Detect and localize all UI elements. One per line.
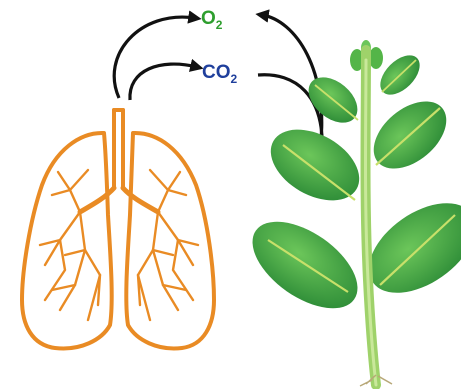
leaf-mid-left [258, 115, 371, 215]
lungs-icon [22, 110, 214, 348]
leaf-mid-right [361, 88, 459, 182]
plant-icon [237, 40, 461, 386]
carbon-dioxide-label-main: CO [202, 62, 231, 83]
oxygen-label: O2 [201, 9, 222, 28]
arrow-icon [114, 17, 195, 98]
carbon-dioxide-label: CO2 [202, 63, 237, 82]
oxygen-label-main: O [201, 8, 216, 29]
leaf-upper-left [300, 68, 366, 132]
arrow-icon [130, 64, 197, 100]
oxygen-label-subscript: 2 [216, 18, 223, 32]
leaf-lower-left [237, 204, 372, 325]
carbon-dioxide-label-subscript: 2 [231, 72, 238, 86]
